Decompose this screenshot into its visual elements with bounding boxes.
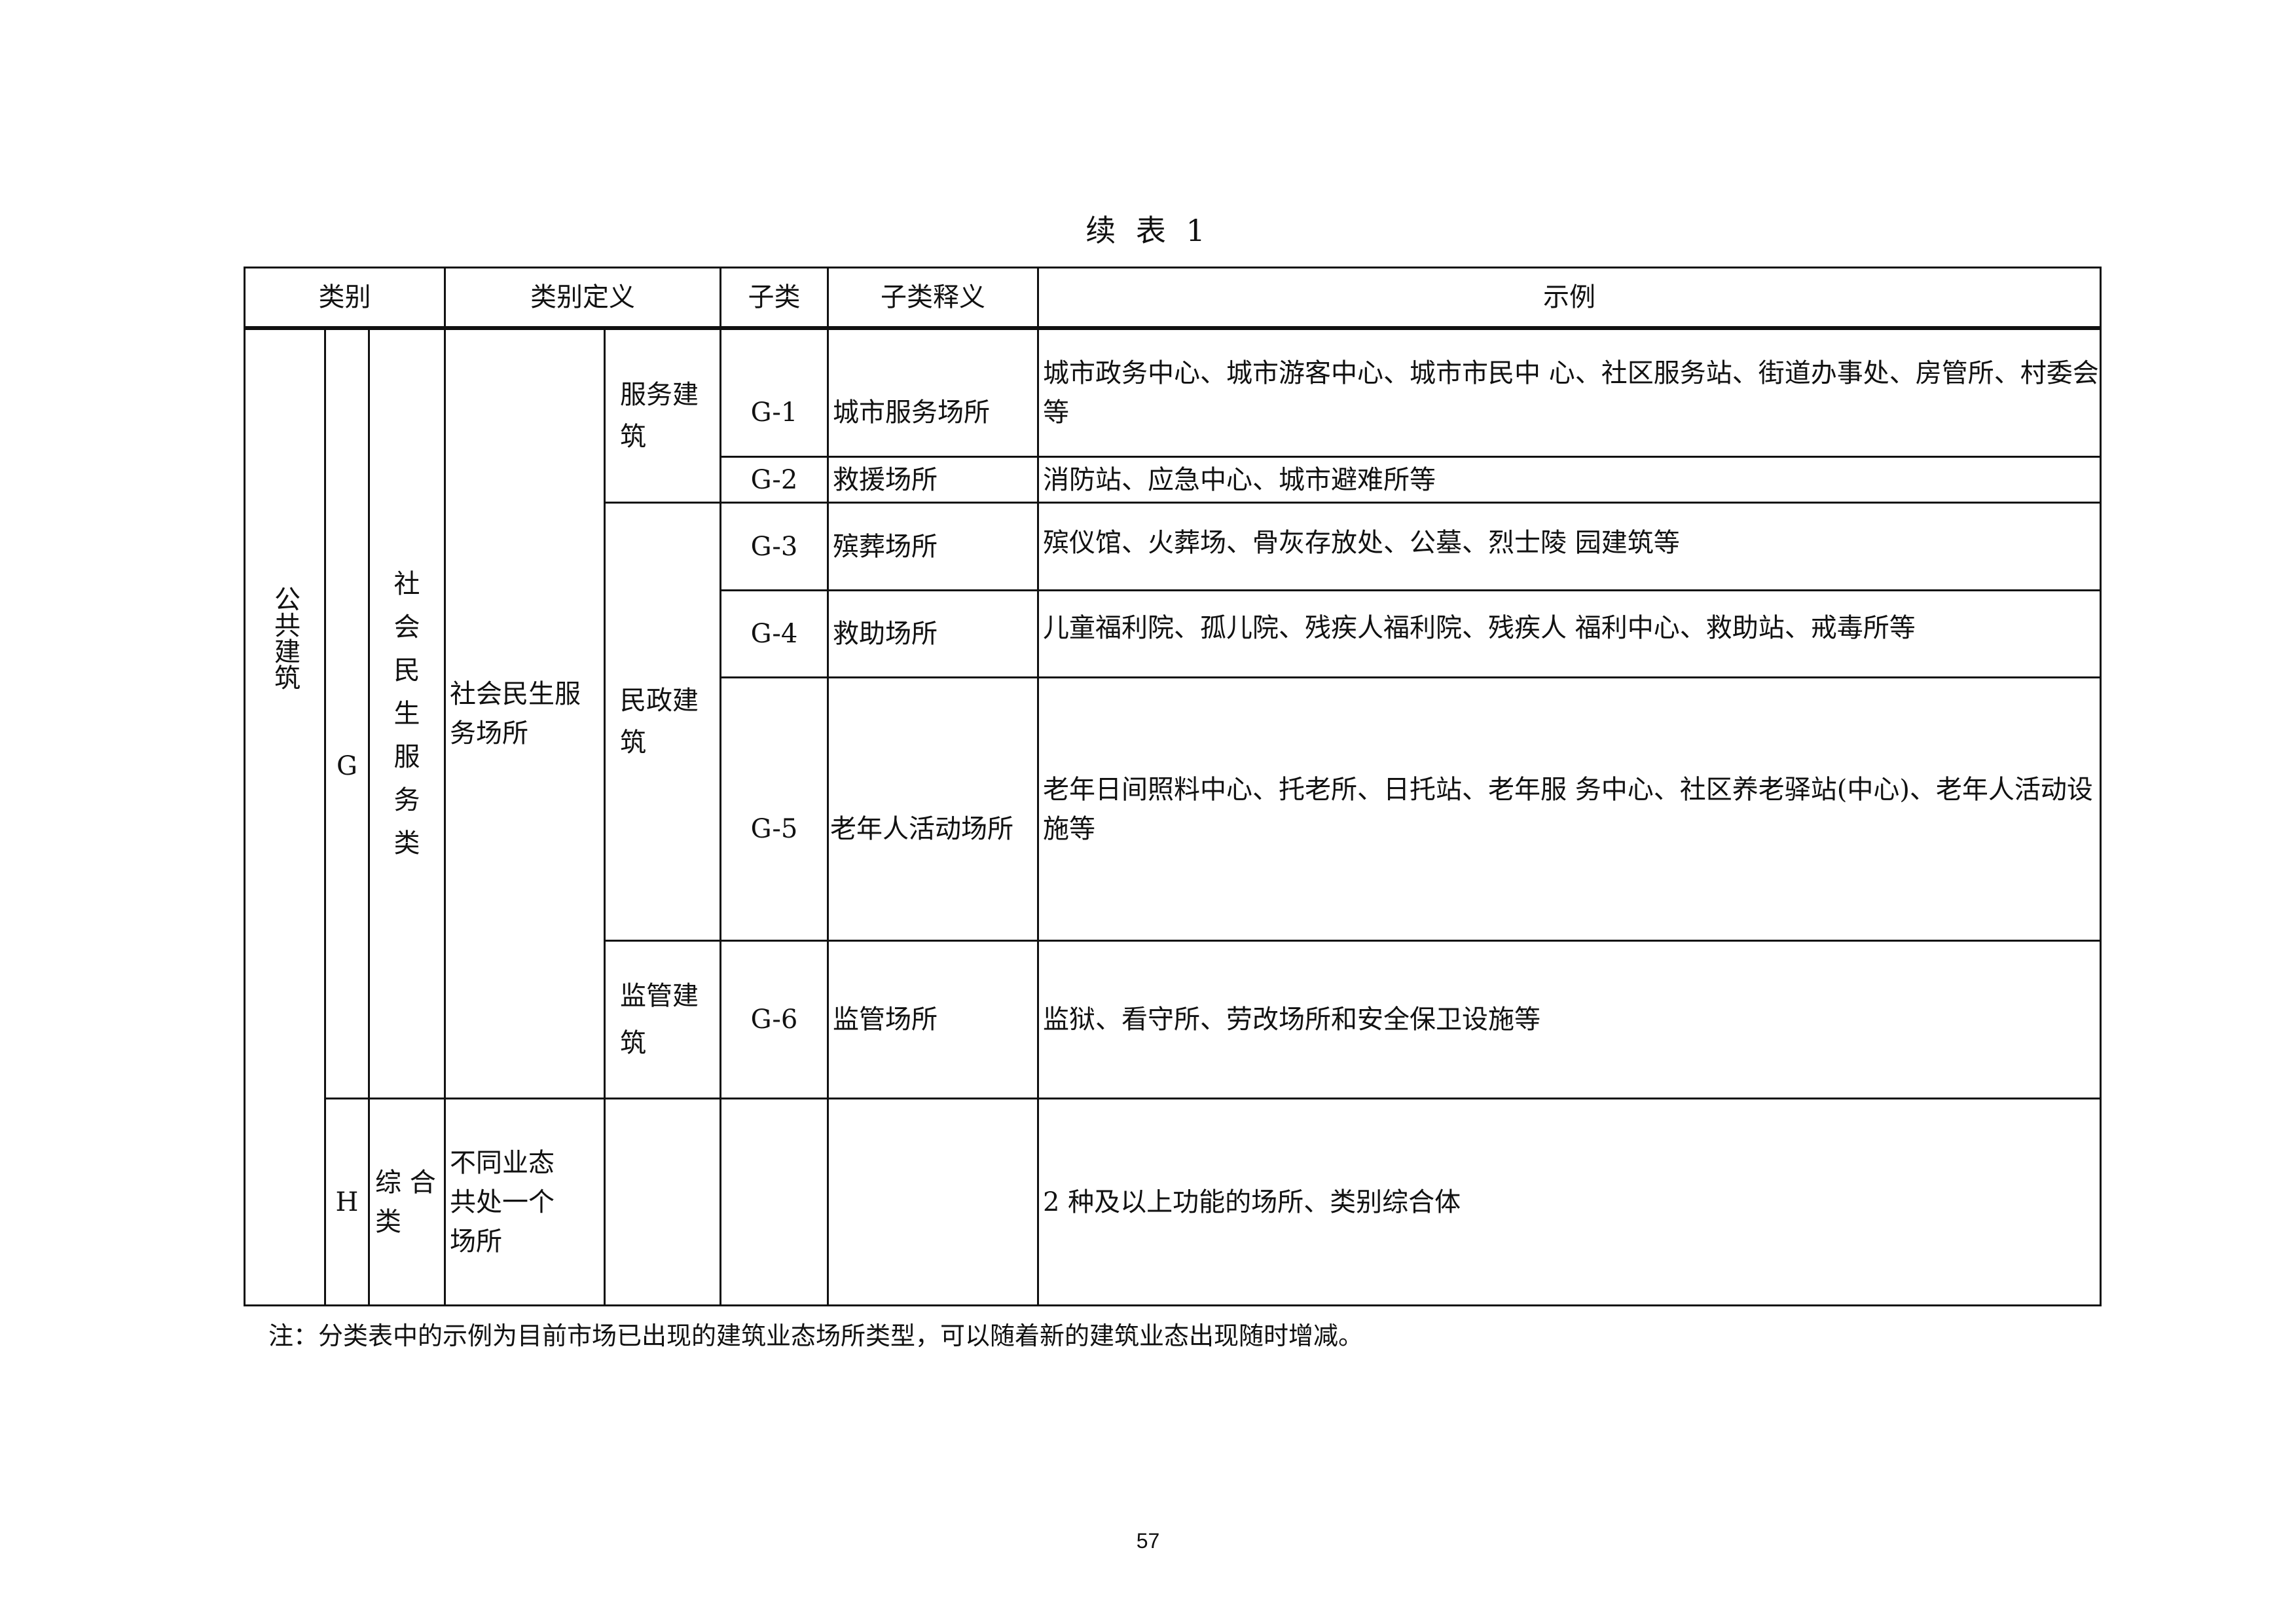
subclass-examples: 殡仪馆、火葬场、骨灰存放处、公墓、烈士陵 园建筑等 [1037,502,2102,591]
subclass-name: 监管场所 [827,940,1039,1099]
header-examples: 示例 [1037,267,2102,330]
category-code-g: G [324,327,370,1099]
table-row: 民政建筑 G-3 殡葬场所 殡仪馆、火葬场、骨灰存放处、公墓、烈士陵 园建筑等 [245,502,2102,942]
empty-cell [720,1098,829,1306]
subclass-name: 城市服务场所 [827,327,1039,458]
header-category: 类别 [244,267,446,330]
category-code-h: H [324,1098,370,1306]
table-title: 续 表 1 [1085,213,1211,248]
empty-cell [827,1098,1039,1306]
subclass-code: G-5 [720,676,829,942]
classification-table: 类别 类别定义 子类 子类释义 示例 公共建筑 G 社会民生服务类 社会民生服务… [244,267,2102,1306]
header-subclass-definition: 子类释义 [827,267,1039,330]
subclass-code: G-2 [720,456,829,504]
group-label-cell: 公共建筑 [244,327,326,1306]
subgroup-supervision: 监管建筑 [604,940,721,1099]
subclass-name: 救援场所 [827,456,1039,504]
subclass-examples: 监狱、看守所、劳改场所和安全保卫设施等 [1037,940,2102,1099]
table-row: 公共建筑 G 社会民生服务类 社会民生服务场所 服务建筑 G-1 城市服务场所 … [244,327,2102,1306]
category-name-g: 社会民生服务类 [368,327,446,1099]
table-row: 监管建筑 G-6 监管场所 监狱、看守所、劳改场所和安全保卫设施等 [245,940,2102,1099]
header-subclass: 子类 [720,267,829,330]
table-note: 注：分类表中的示例为目前市场已出现的建筑业态场所类型，可以随着新的建筑业态出现随… [268,1321,1364,1350]
subclass-name: 殡葬场所 [827,502,1039,591]
table-row: G-4 救助场所 儿童福利院、孤儿院、残疾人福利院、残疾人 福利中心、救助站、戒… [245,589,2102,678]
empty-cell [604,1098,721,1306]
table-row: H 综 合 类 不同业态共处一个场所 2 种及以上功能的场所、类别综合体 [245,1098,2102,1306]
group-label: 公共建筑 [270,585,300,690]
subclass-examples: 儿童福利院、孤儿院、残疾人福利院、残疾人 福利中心、救助站、戒毒所等 [1037,589,2102,678]
subgroup-service: 服务建筑 [604,327,721,504]
subclass-code: G-3 [720,502,829,591]
subgroup-civil: 民政建筑 [604,502,721,942]
table-row: G-5 老年人活动场所 老年日间照料中心、托老所、日托站、老年服 务中心、社区养… [245,676,2102,942]
table-row: G-2 救援场所 消防站、应急中心、城市避难所等 [245,456,2102,504]
subclass-code: G-1 [720,327,829,458]
subclass-name: 救助场所 [827,589,1039,678]
category-definition-h: 不同业态共处一个场所 [444,1098,606,1306]
subclass-name: 老年人活动场所 [827,676,1039,942]
category-examples-h: 2 种及以上功能的场所、类别综合体 [1037,1098,2102,1306]
subclass-code: G-6 [720,940,829,1099]
subclass-examples: 城市政务中心、城市游客中心、城市市民中 心、社区服务站、街道办事处、房管所、村委… [1037,327,2102,458]
category-definition-g: 社会民生服务场所 [444,327,606,1099]
category-name-h: 综 合 类 [368,1098,446,1306]
subclass-examples: 老年日间照料中心、托老所、日托站、老年服 务中心、社区养老驿站(中心)、老年人活… [1037,676,2102,942]
page-number: 57 [1136,1529,1160,1553]
subclass-examples: 消防站、应急中心、城市避难所等 [1037,456,2102,504]
header-category-definition: 类别定义 [444,267,721,330]
table-header-row: 类别 类别定义 子类 子类释义 示例 [244,267,2102,330]
subclass-code: G-4 [720,589,829,678]
